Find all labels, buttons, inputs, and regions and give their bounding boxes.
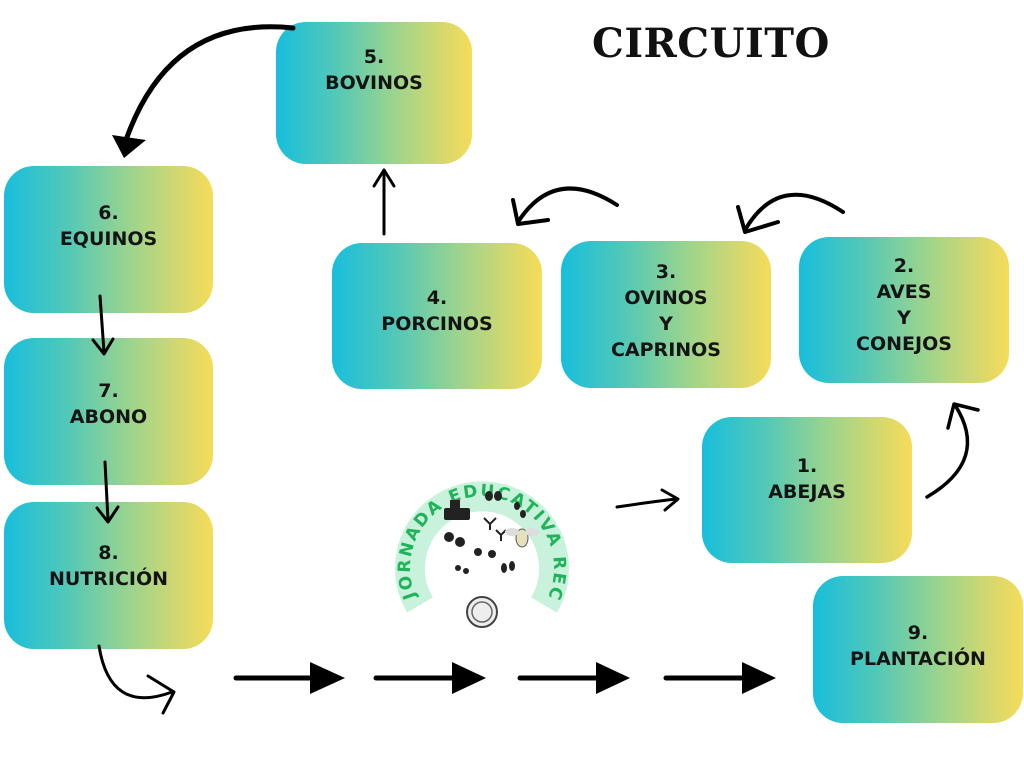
jornada-educativa-logo: JORNADA EDUCATIVA RECREATIVA xyxy=(392,440,569,628)
station-label-line-2: Y xyxy=(897,307,911,329)
arrow-4-to-5-head xyxy=(372,168,396,188)
arrow-start-to-1 xyxy=(615,497,678,509)
arrow-path-3-head xyxy=(596,662,630,694)
station-number: 9. xyxy=(907,622,929,644)
school-seal-icon xyxy=(466,596,498,628)
arrow-path-1-head xyxy=(310,662,345,694)
station-label-line-1: AVES xyxy=(876,281,932,303)
station-label-line-1: OVINOS xyxy=(624,287,708,309)
station-5-bovinos: 5. BOVINOS xyxy=(276,22,472,164)
arrow-1-to-2 xyxy=(925,403,970,499)
station-number: 4. xyxy=(426,287,448,309)
station-label: PORCINOS xyxy=(381,313,493,335)
station-2-aves-conejos: 2. AVES Y CONEJOS xyxy=(799,237,1009,383)
station-label: ABEJAS xyxy=(768,481,846,503)
station-number: 8. xyxy=(98,542,119,564)
station-3-ovinos-caprinos: 3. OVINOS Y CAPRINOS xyxy=(561,241,771,388)
station-number: 3. xyxy=(655,261,677,283)
station-number: 1. xyxy=(796,455,818,477)
station-number: 5. xyxy=(363,46,385,68)
arrow-5-to-6 xyxy=(123,24,296,143)
station-label-line-3: CAPRINOS xyxy=(610,339,721,361)
arrow-2-to-3 xyxy=(743,192,845,232)
station-number: 2. xyxy=(893,255,915,277)
station-label: PLANTACIÓN xyxy=(850,648,986,670)
logo-ring xyxy=(395,481,569,613)
animal-tracks-icon xyxy=(444,491,526,574)
arrow-3-to-4 xyxy=(516,186,619,224)
arrow-2-to-3-head xyxy=(736,205,780,234)
station-label: NUTRICIÓN xyxy=(48,568,169,590)
station-number: 6. xyxy=(98,202,119,224)
station-7-abono: 7. ABONO xyxy=(4,338,213,485)
arrow-3-to-4-head xyxy=(511,198,550,226)
station-6-equinos: 6. EQUINOS xyxy=(4,166,213,313)
bee-icon xyxy=(505,528,539,548)
station-1-abejas: 1. ABEJAS xyxy=(702,417,912,563)
arrow-path-4-head xyxy=(742,662,776,694)
arrow-8-to-path xyxy=(97,644,174,700)
arrow-8-to-path-head xyxy=(146,674,176,715)
station-8-nutricion: 8. NUTRICIÓN xyxy=(4,502,213,649)
arrow-1-to-2-head xyxy=(946,402,980,430)
diagram-title: CIRCUITO xyxy=(592,20,830,67)
station-label: BOVINOS xyxy=(325,72,423,94)
arrow-start-to-1-head xyxy=(660,488,680,512)
arrow-path-2-head xyxy=(452,662,486,694)
arrow-5-to-6-head xyxy=(112,135,146,158)
station-number: 7. xyxy=(98,380,119,402)
station-label-line-2: Y xyxy=(659,313,673,335)
station-4-porcinos: 4. PORCINOS xyxy=(332,243,542,389)
station-9-plantacion: 9. PLANTACIÓN xyxy=(813,576,1023,723)
station-label: ABONO xyxy=(69,406,148,428)
station-label: EQUINOS xyxy=(59,228,158,250)
station-label-line-3: CONEJOS xyxy=(856,333,952,355)
